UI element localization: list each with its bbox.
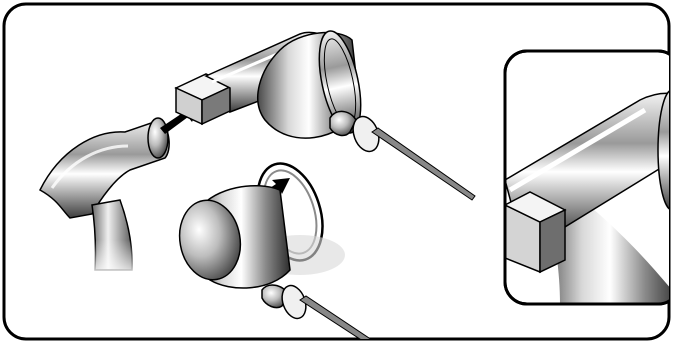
detail-panel-closeup [505,89,669,304]
pin-top [329,110,476,201]
pin-lower [261,284,373,339]
cylinder-head-top [257,30,362,139]
cylinder-head-lower [178,184,345,289]
hammer-handle [85,199,145,280]
hammer-head [39,117,170,219]
